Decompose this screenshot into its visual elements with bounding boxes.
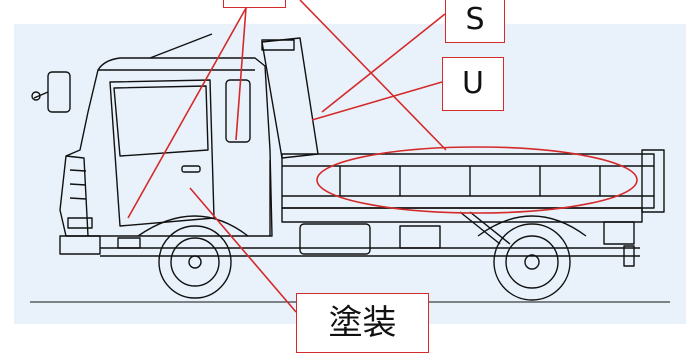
front-wheel [158,225,232,299]
dump-body [281,153,655,209]
side-mirror [47,71,71,113]
leader-line-top-c [299,0,447,151]
rear-wheel [493,223,571,301]
headboard [261,37,319,159]
drawing-background [14,24,686,324]
callout-box-u: U [442,57,504,111]
callout-annotations [127,0,638,313]
callout-u-label: U [462,66,484,101]
fuel-tank [299,223,371,255]
headlight [67,217,93,229]
cab-outline [59,57,273,237]
tailgate [641,149,665,213]
subframe [281,207,643,223]
front-wheel-arch [137,215,249,237]
callout-paint-label: 塗装 [328,303,397,343]
callout-box-s: S [445,0,505,43]
mudflap [623,245,635,267]
callout-box-paint: 塗装 [296,293,429,353]
leader-line-top-a [127,7,247,219]
door-window [113,85,209,157]
leader-line-s [321,13,446,113]
leader-line-paint [189,187,297,313]
tool-box [399,225,441,249]
dump-body-highlight [316,146,638,214]
front-bumper [59,235,101,255]
callout-s-label: S [465,1,485,37]
rear-wheel-arch [477,215,587,237]
callout-box-top [223,0,286,8]
door-handle [181,165,201,173]
rear-fender [603,221,635,245]
leader-line-top-b [235,7,247,141]
rear-window [225,79,251,143]
antenna [149,33,213,59]
leader-line-u [311,81,443,121]
